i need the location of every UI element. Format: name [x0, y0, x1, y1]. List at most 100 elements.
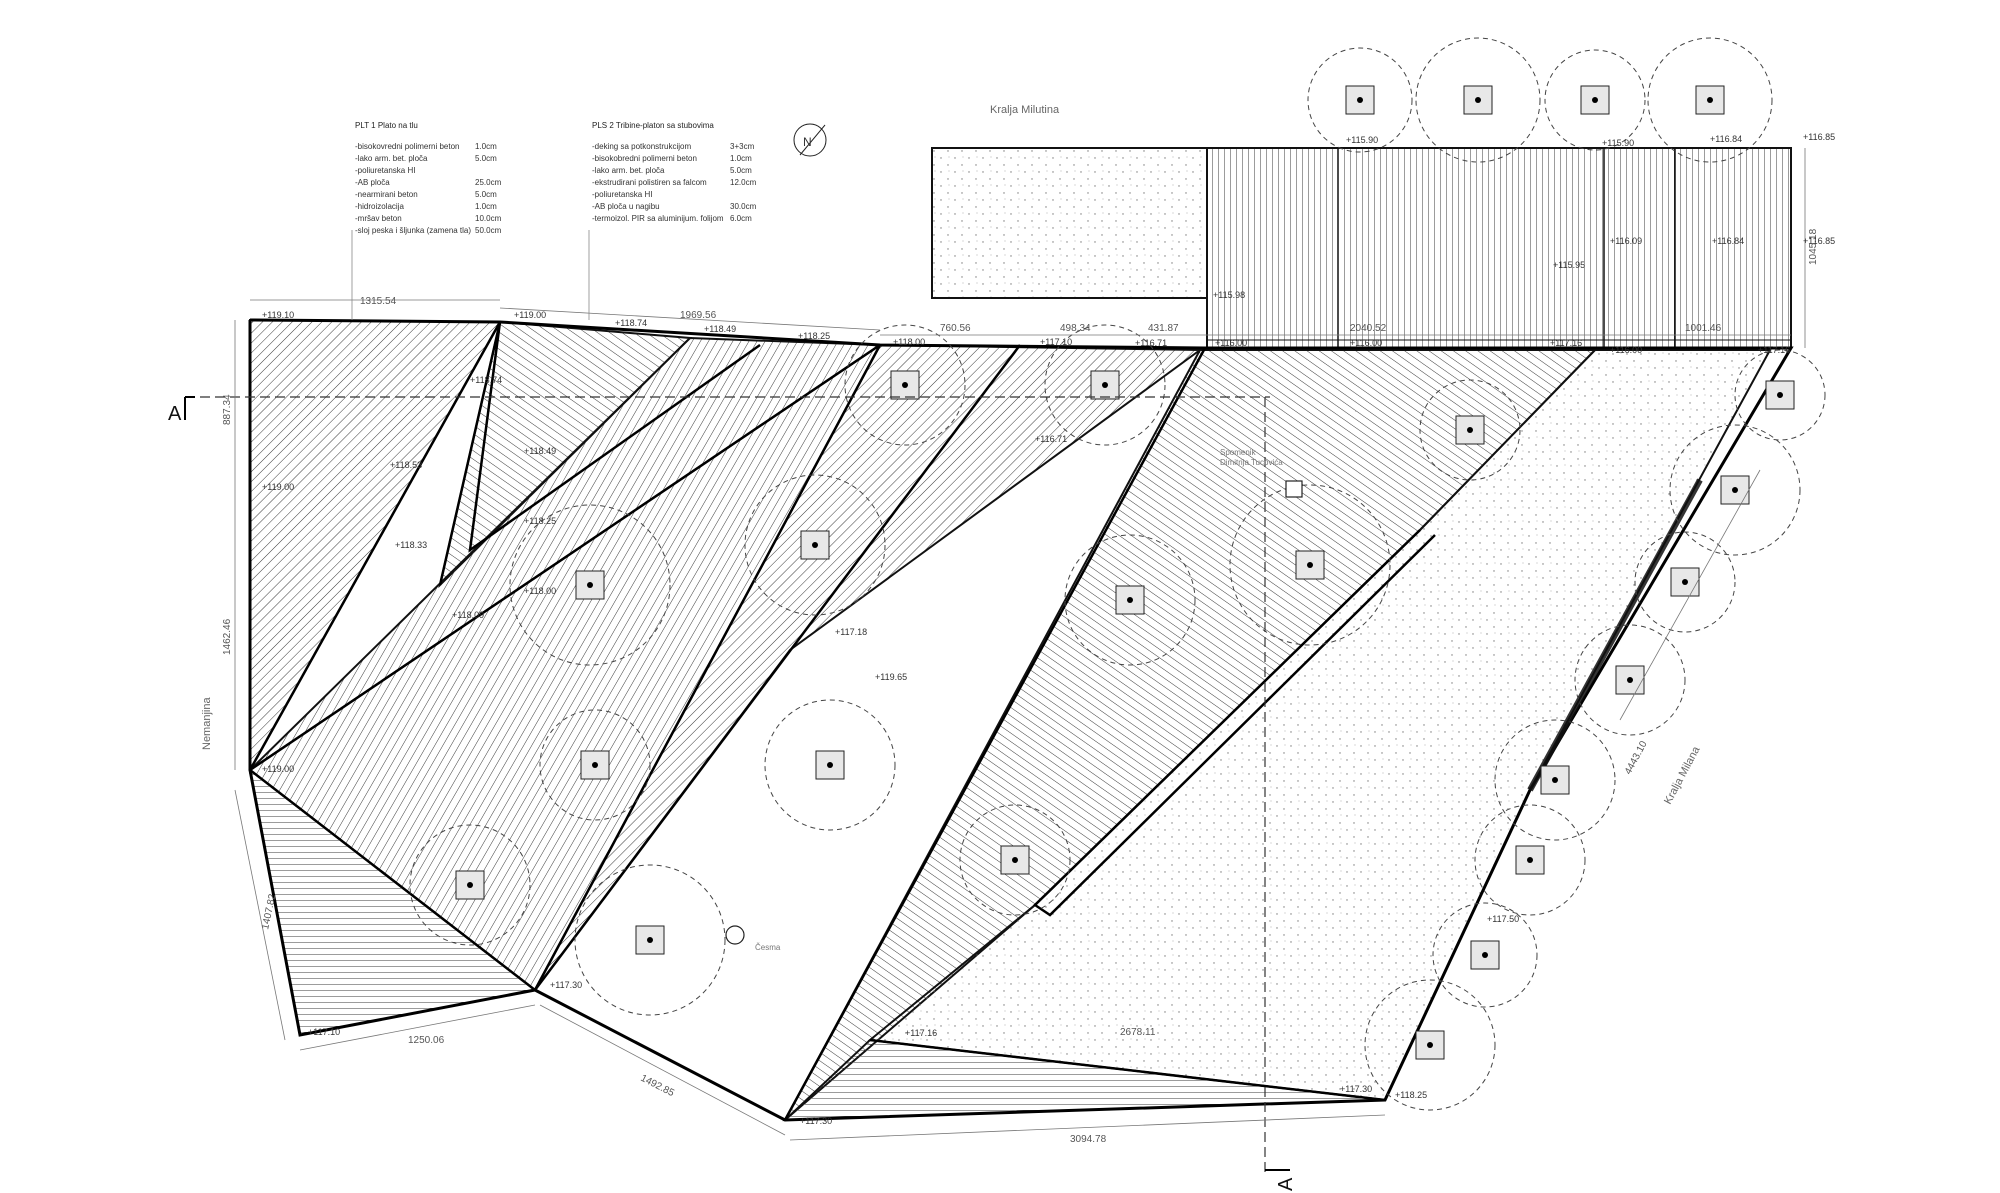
trees [409, 37, 1826, 1111]
svg-text:10.0cm: 10.0cm [475, 214, 502, 223]
svg-text:-poliuretanska HI: -poliuretanska HI [355, 166, 415, 175]
svg-text:5.0cm: 5.0cm [475, 190, 497, 199]
svg-text:1462.46: 1462.46 [222, 618, 233, 655]
svg-text:-mršav beton: -mršav beton [355, 214, 402, 223]
svg-text:1492.85: 1492.85 [639, 1073, 677, 1099]
svg-text:+116.09: +116.09 [1610, 236, 1642, 246]
svg-text:2040.52: 2040.52 [1350, 323, 1387, 334]
svg-text:+118.09: +118.09 [452, 610, 484, 620]
spec-block-pls2: PLS 2 Tribine-platon sa stubovima -dekin… [588, 121, 757, 320]
svg-text:+116.71: +116.71 [1035, 434, 1067, 444]
svg-text:4443.10: 4443.10 [1623, 739, 1650, 776]
fountain-icon [725, 925, 745, 945]
svg-text:+116.85: +116.85 [1803, 132, 1835, 142]
svg-text:-bisokovredni polimerni beton: -bisokovredni polimerni beton [355, 142, 460, 151]
north-deck-area [1206, 147, 1792, 349]
svg-text:-bisokobredni polimerni beton: -bisokobredni polimerni beton [592, 154, 697, 163]
svg-text:+119.00: +119.00 [514, 310, 546, 320]
svg-text:760.56: 760.56 [940, 323, 971, 334]
svg-text:+117.16: +117.16 [1550, 338, 1582, 348]
svg-text:+118.25: +118.25 [1395, 1090, 1427, 1100]
svg-text:-termoizol. PIR sa aluminijum.: -termoizol. PIR sa aluminijum. folijom [592, 214, 724, 223]
label-fountain: Česma [755, 943, 781, 952]
svg-text:+117.10: +117.10 [1040, 337, 1072, 347]
street-north: Kralja Milutina [990, 104, 1060, 116]
svg-text:1.0cm: 1.0cm [475, 142, 497, 151]
elevation-texts: +119.10 +119.00 +118.74 +118.49 +118.25 … [262, 132, 1835, 1126]
svg-text:+117.10: +117.10 [308, 1027, 340, 1037]
svg-text:+116.00: +116.00 [1610, 345, 1642, 355]
plaza-outline [248, 318, 1794, 1122]
section-label-west: A [168, 403, 182, 425]
svg-text:+116.84: +116.84 [1710, 134, 1742, 144]
section-label-south: A [1275, 1177, 1297, 1191]
svg-text:+118.00: +118.00 [524, 586, 556, 596]
fold-lines [248, 321, 1436, 1121]
svg-text:1969.56: 1969.56 [680, 310, 717, 321]
svg-text:+117.18: +117.18 [835, 627, 867, 637]
svg-text:1.0cm: 1.0cm [475, 202, 497, 211]
street-west: Nemanjina [201, 697, 213, 750]
svg-text:+115.98: +115.98 [1213, 290, 1245, 300]
svg-text:+116.71: +116.71 [1135, 338, 1167, 348]
svg-text:-ekstrudirani polistiren sa fa: -ekstrudirani polistiren sa falcom [592, 178, 707, 187]
svg-text:-deking sa potkonstrukcijom: -deking sa potkonstrukcijom [592, 142, 691, 151]
svg-text:+119.00: +119.00 [262, 482, 294, 492]
svg-text:+117.50: +117.50 [1487, 914, 1519, 924]
svg-text:431.87: 431.87 [1148, 323, 1179, 334]
svg-text:2678.11: 2678.11 [1120, 1027, 1156, 1038]
east-wall [1527, 478, 1703, 792]
svg-text:25.0cm: 25.0cm [475, 178, 502, 187]
street-east: Kralja Milana [1662, 744, 1703, 807]
svg-text:+118.74: +118.74 [470, 375, 502, 385]
monument-icon [1285, 480, 1303, 498]
svg-text:498.34: 498.34 [1060, 323, 1091, 334]
svg-text:5.0cm: 5.0cm [730, 166, 752, 175]
section-marks [184, 396, 1290, 1171]
svg-text:+115.90: +115.90 [1346, 135, 1378, 145]
svg-text:3+3cm: 3+3cm [730, 142, 755, 151]
svg-text:+117.16: +117.16 [1758, 345, 1790, 355]
svg-text:-lako arm. bet. ploča: -lako arm. bet. ploča [355, 154, 428, 163]
svg-text:+115.95: +115.95 [1553, 260, 1585, 270]
svg-text:+117.16: +117.16 [905, 1028, 937, 1038]
north-gravel-area [931, 147, 1208, 299]
svg-text:-AB ploča: -AB ploča [355, 178, 390, 187]
svg-text:3094.78: 3094.78 [1070, 1134, 1107, 1145]
svg-text:N: N [803, 135, 812, 149]
svg-text:+118.25: +118.25 [524, 516, 556, 526]
svg-text:+118.25: +118.25 [798, 331, 830, 341]
svg-text:+119.10: +119.10 [262, 310, 294, 320]
svg-text:887.34: 887.34 [222, 394, 233, 425]
tree-pits [455, 85, 1795, 1060]
svg-text:1001.46: 1001.46 [1685, 323, 1722, 334]
svg-text:+117.30: +117.30 [800, 1116, 832, 1126]
svg-text:1.0cm: 1.0cm [730, 154, 752, 163]
svg-text:12.0cm: 12.0cm [730, 178, 757, 187]
svg-text:-sloj peska i šljunka (zamena: -sloj peska i šljunka (zamena tla) [355, 226, 471, 235]
svg-text:5.0cm: 5.0cm [475, 154, 497, 163]
svg-text:6.0cm: 6.0cm [730, 214, 752, 223]
svg-text:+115.90: +115.90 [1602, 138, 1634, 148]
svg-text:+117.30: +117.30 [550, 980, 582, 990]
svg-text:+118.33: +118.33 [395, 540, 427, 550]
svg-text:+118.74: +118.74 [615, 318, 647, 328]
north-arrow-icon: N [793, 123, 827, 157]
svg-text:+118.00: +118.00 [893, 337, 925, 347]
svg-text:+118.53: +118.53 [390, 460, 422, 470]
svg-text:+119.00: +119.00 [262, 764, 294, 774]
svg-text:+116.00: +116.00 [1350, 338, 1382, 348]
svg-text:1250.06: 1250.06 [408, 1035, 445, 1046]
svg-text:+116.85: +116.85 [1803, 236, 1835, 246]
label-monument-2: Dimitrija Tucovića [1220, 458, 1283, 467]
svg-text:1315.54: 1315.54 [360, 296, 397, 307]
svg-text:+118.49: +118.49 [704, 324, 736, 334]
svg-text:PLS 2 Tribine-platon sa stubov: PLS 2 Tribine-platon sa stubovima [592, 121, 714, 130]
north-strip [931, 147, 1792, 349]
svg-text:PLT 1 Plato na tlu: PLT 1 Plato na tlu [355, 121, 418, 130]
svg-text:+116.84: +116.84 [1712, 236, 1744, 246]
svg-text:-lako arm. bet. ploča: -lako arm. bet. ploča [592, 166, 665, 175]
svg-text:-poliuretanska HI: -poliuretanska HI [592, 190, 652, 199]
svg-text:+118.49: +118.49 [524, 446, 556, 456]
